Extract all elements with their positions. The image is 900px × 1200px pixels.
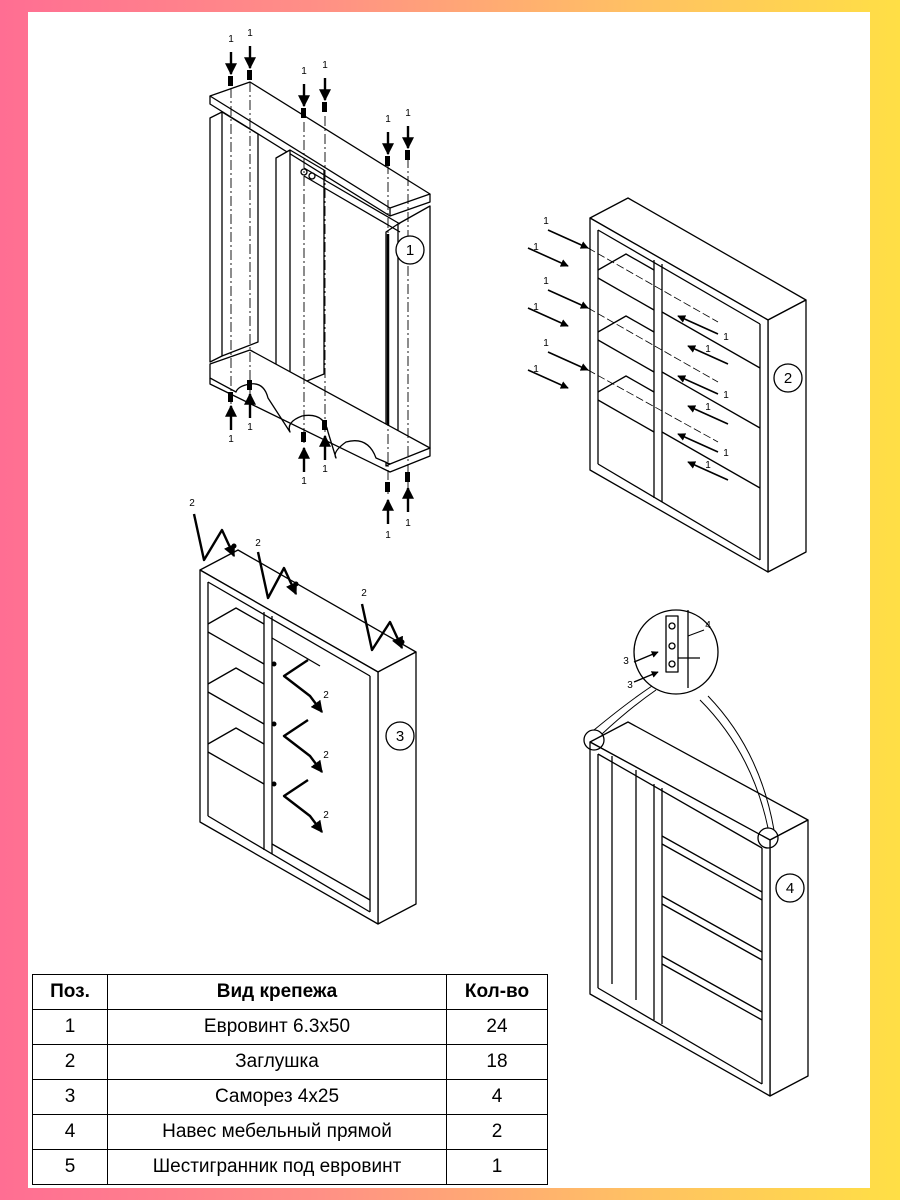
cell-position: 5 — [32, 1149, 108, 1185]
mark-euroscrew: 1 — [705, 402, 711, 413]
mark-euroscrew: 1 — [385, 530, 391, 541]
cell-position: 4 — [32, 1114, 108, 1150]
mark-euroscrew: 1 — [405, 518, 411, 529]
mark-euroscrew: 1 — [322, 60, 328, 71]
step-callout-3: 3 — [396, 728, 404, 745]
mark-cap: 2 — [323, 750, 329, 761]
step3-caps-frame — [192, 513, 417, 925]
cell-quantity: 18 — [446, 1044, 548, 1080]
mark-euroscrew: 1 — [228, 34, 234, 45]
mark-euroscrew: 1 — [247, 422, 253, 433]
mark-euroscrew: 1 — [301, 66, 307, 77]
cell-quantity: 1 — [446, 1149, 548, 1185]
mark-hanger: 4 — [705, 620, 711, 631]
instruction-sheet: 1 2 3 4 1 1 1 1 1 1 1 1 1 1 1 1 1 1 1 1 … — [28, 12, 870, 1188]
mark-screw: 3 — [623, 656, 629, 667]
cell-position: 3 — [32, 1079, 108, 1115]
header-fastener-type: Вид крепежа — [107, 974, 447, 1010]
table-row: 5 Шестигранник под евровинт 1 — [32, 1149, 548, 1185]
cell-position: 2 — [32, 1044, 108, 1080]
cell-fastener-type: Навес мебельный прямой — [107, 1114, 447, 1150]
table-row: 4 Навес мебельный прямой 2 — [32, 1114, 548, 1150]
table-header-row: Поз. Вид крепежа Кол-во — [32, 974, 548, 1010]
table-row: 3 Саморез 4х25 4 — [32, 1079, 548, 1115]
cell-quantity: 24 — [446, 1009, 548, 1045]
mark-cap: 2 — [361, 588, 367, 599]
mark-euroscrew: 1 — [533, 242, 539, 253]
cell-quantity: 4 — [446, 1079, 548, 1115]
table-row: 1 Евровинт 6.3х50 24 — [32, 1009, 548, 1045]
cell-position: 1 — [32, 1009, 108, 1045]
cell-quantity: 2 — [446, 1114, 548, 1150]
step-callout-4: 4 — [786, 880, 794, 897]
mark-euroscrew: 1 — [533, 302, 539, 313]
cell-fastener-type: Заглушка — [107, 1044, 447, 1080]
mark-euroscrew: 1 — [533, 364, 539, 375]
mark-euroscrew: 1 — [301, 476, 307, 487]
mark-screw: 3 — [627, 680, 633, 691]
mark-cap: 2 — [255, 538, 261, 549]
mark-euroscrew: 1 — [247, 28, 253, 39]
mark-euroscrew: 1 — [723, 332, 729, 343]
header-quantity: Кол-во — [446, 974, 548, 1010]
step2-shelves-frame — [527, 197, 807, 573]
mark-euroscrew: 1 — [705, 460, 711, 471]
cell-fastener-type: Саморез 4х25 — [107, 1079, 447, 1115]
mark-euroscrew: 1 — [405, 108, 411, 119]
step-callout-2: 2 — [784, 370, 792, 387]
mark-euroscrew: 1 — [543, 276, 549, 287]
step4-hangers-frame — [583, 609, 809, 1097]
mark-euroscrew: 1 — [385, 114, 391, 125]
table-row: 2 Заглушка 18 — [32, 1044, 548, 1080]
fastener-table: Поз. Вид крепежа Кол-во 1 Евровинт 6.3х5… — [32, 974, 548, 1185]
mark-euroscrew: 1 — [228, 434, 234, 445]
mark-euroscrew: 1 — [322, 464, 328, 475]
mark-cap: 2 — [323, 690, 329, 701]
cell-fastener-type: Шестигранник под евровинт — [107, 1149, 447, 1185]
mark-euroscrew: 1 — [543, 216, 549, 227]
assembly-drawing: 1 2 3 4 1 1 1 1 1 1 1 1 1 1 1 1 1 1 1 1 … — [189, 28, 809, 1097]
mark-cap: 2 — [189, 498, 195, 509]
mark-cap: 2 — [323, 810, 329, 821]
step-callout-1: 1 — [406, 242, 414, 259]
mark-euroscrew: 1 — [705, 344, 711, 355]
mark-euroscrew: 1 — [543, 338, 549, 349]
step1-exploded-frame — [209, 46, 431, 524]
mark-euroscrew: 1 — [723, 390, 729, 401]
header-position: Поз. — [32, 974, 108, 1010]
cell-fastener-type: Евровинт 6.3х50 — [107, 1009, 447, 1045]
mark-euroscrew: 1 — [723, 448, 729, 459]
